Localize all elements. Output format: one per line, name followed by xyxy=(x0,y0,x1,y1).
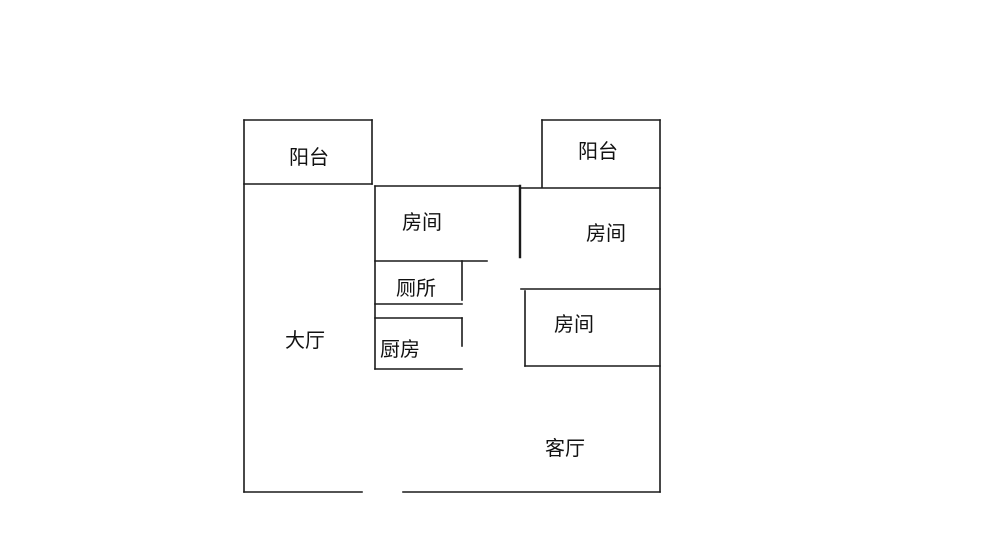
label-toilet: 厕所 xyxy=(396,276,436,300)
label-balcony-right: 阳台 xyxy=(578,139,618,163)
label-kitchen: 厨房 xyxy=(380,337,420,361)
label-balcony-left: 阳台 xyxy=(289,145,329,169)
label-living-room: 客厅 xyxy=(545,436,585,460)
label-main-hall: 大厅 xyxy=(285,328,325,352)
label-bedroom-center: 房间 xyxy=(402,210,442,234)
label-bedroom-right-upper: 房间 xyxy=(586,221,626,245)
label-bedroom-right-lower: 房间 xyxy=(554,312,594,336)
walls xyxy=(243,119,661,493)
room-labels: 阳台 阳台 房间 房间 厕所 房间 大厅 厨房 客厅 xyxy=(285,139,626,460)
